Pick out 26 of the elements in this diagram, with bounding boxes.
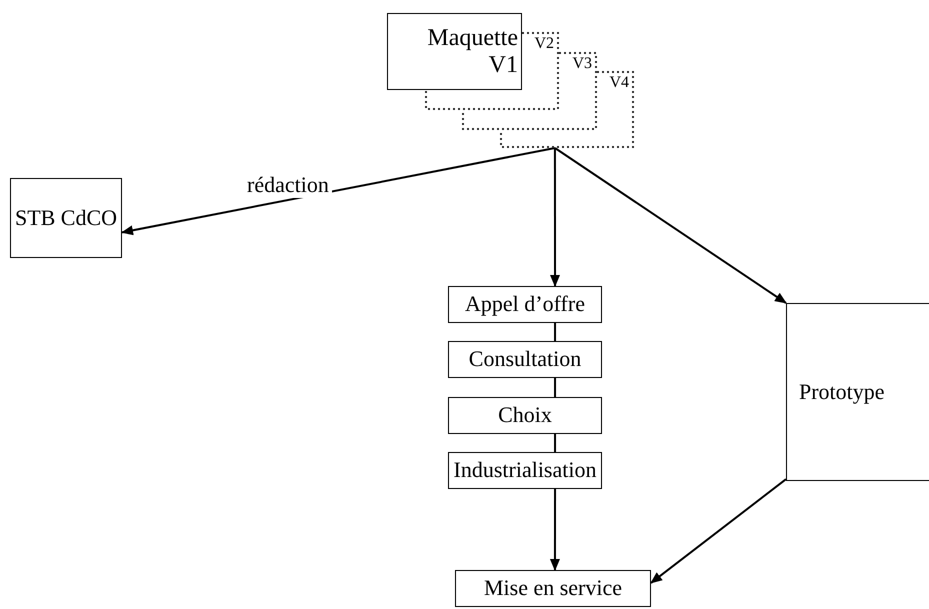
version-label: V2 bbox=[534, 35, 554, 53]
version-label: V3 bbox=[572, 55, 592, 73]
arrow bbox=[121, 147, 556, 236]
version-label: V4 bbox=[609, 74, 629, 92]
node-label: Mise en service bbox=[484, 576, 622, 601]
node-label: STB CdCO bbox=[14, 206, 118, 230]
process-box bbox=[448, 341, 602, 378]
arrow bbox=[550, 148, 560, 287]
process-box bbox=[448, 452, 602, 489]
arrow bbox=[554, 147, 787, 304]
node-label: Appel d’offre bbox=[465, 292, 585, 317]
process-box bbox=[448, 286, 602, 323]
process-box bbox=[455, 570, 651, 607]
version-box bbox=[500, 71, 634, 148]
node-label: Maquette V1 bbox=[426, 25, 518, 78]
process-box bbox=[448, 397, 602, 434]
node-label: Industrialisation bbox=[454, 458, 596, 483]
node-label: Prototype bbox=[799, 380, 885, 404]
node-label: Consultation bbox=[468, 347, 582, 372]
process-box bbox=[387, 13, 522, 90]
process-box bbox=[10, 178, 122, 258]
arrow bbox=[550, 489, 560, 571]
process-box bbox=[786, 303, 929, 481]
version-box bbox=[462, 52, 597, 130]
arrow bbox=[650, 478, 787, 584]
node-label: Choix bbox=[498, 403, 552, 428]
